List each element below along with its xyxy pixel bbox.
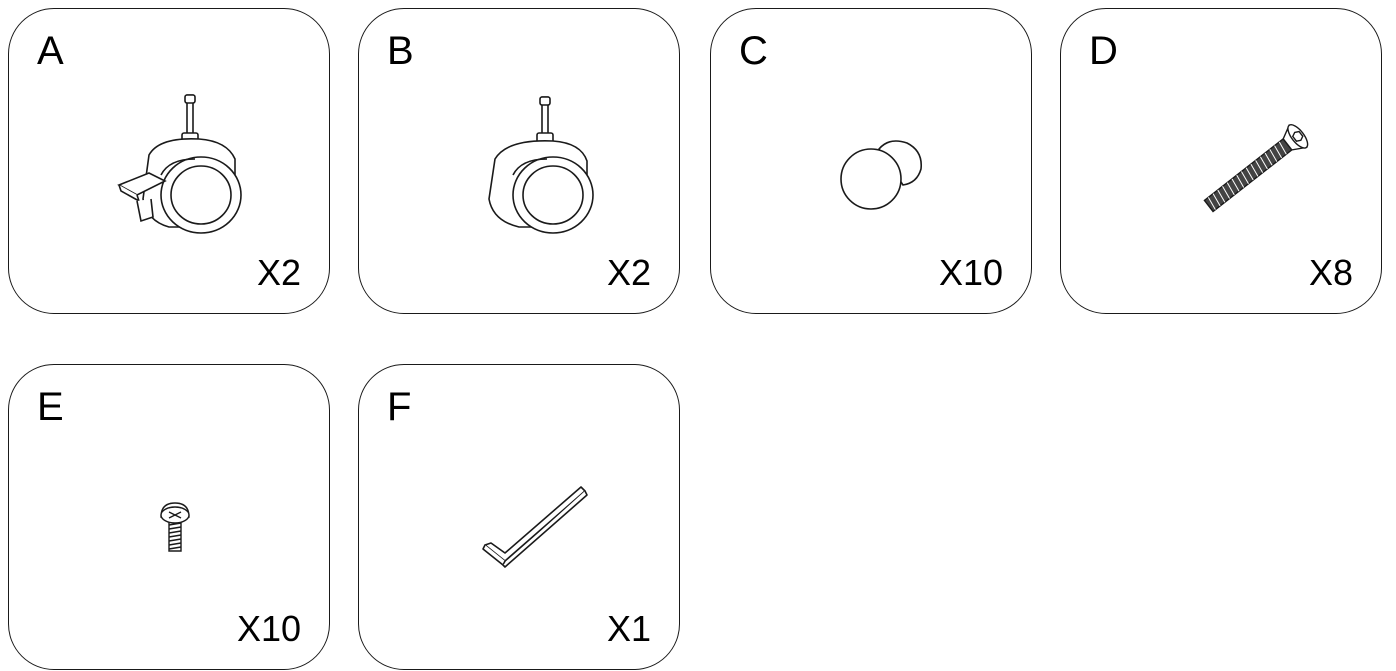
part-quantity: X10 <box>938 252 1003 293</box>
part-letter: F <box>387 385 412 429</box>
part-letter: C <box>739 29 768 73</box>
part-card-a: A X2 <box>8 8 330 314</box>
part-card-e: E X10 <box>8 364 330 670</box>
part-quantity: X2 <box>606 252 651 293</box>
part-letter: D <box>1089 29 1118 73</box>
part-card-f: F X1 <box>358 364 680 670</box>
part-quantity: X8 <box>1308 252 1353 293</box>
part-letter: E <box>37 385 64 429</box>
part-letter: A <box>37 29 64 73</box>
part-card-d: D <box>1060 8 1382 314</box>
part-letter: B <box>387 29 414 73</box>
part-quantity: X1 <box>606 608 651 649</box>
part-card-b: B X2 <box>358 8 680 314</box>
part-quantity: X10 <box>236 608 301 649</box>
part-quantity: X2 <box>256 252 301 293</box>
part-card-c: C X10 <box>710 8 1032 314</box>
